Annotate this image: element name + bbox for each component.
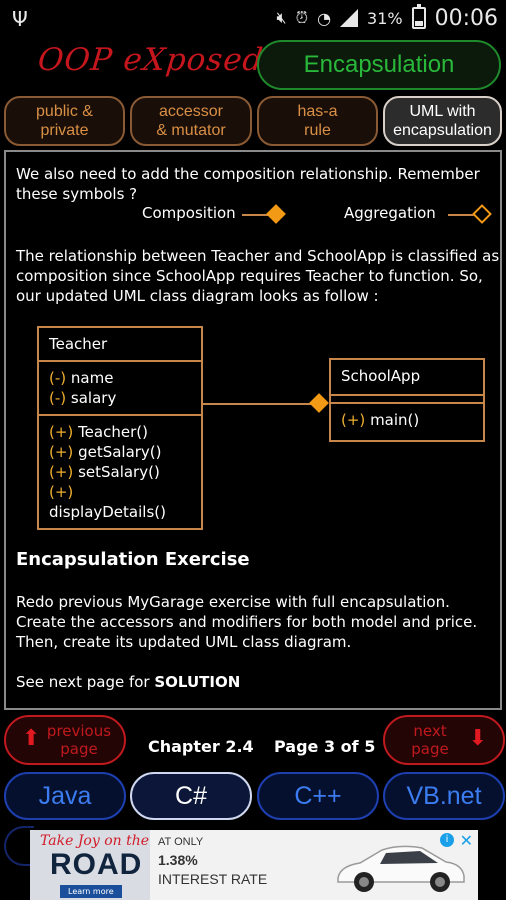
content-panel[interactable]: We also need to add the composition rela… (4, 150, 502, 710)
uml-method: (+) Teacher() (49, 422, 191, 442)
arrow-down-icon: ⬇︎ (468, 726, 487, 751)
ad-left-panel: Take Joy on the ROAD Learn more (30, 830, 150, 900)
ad-line2: 1.38% (158, 852, 198, 868)
battery-percent: 31% (367, 8, 403, 28)
uml-class-name: SchoolApp (331, 360, 483, 396)
car-image-icon (337, 845, 465, 892)
arrow-up-icon: ⬆︎ (22, 726, 41, 751)
intro-text: We also need to add the composition rela… (16, 165, 480, 203)
aggregation-line (448, 214, 478, 216)
tab-public-private[interactable]: public & private (4, 96, 125, 146)
attribute-name: name (70, 369, 114, 387)
uml-class-name: Teacher (39, 328, 201, 362)
uml-attributes-empty (331, 396, 483, 404)
mute-icon: 🔇︎ (276, 8, 287, 27)
relationship-text: The relationship between Teacher and Sch… (16, 247, 500, 305)
hidden-lang-button[interactable] (4, 826, 34, 866)
uml-method: (+) main() (341, 410, 473, 430)
ad-line3: INTEREST RATE (158, 871, 268, 887)
status-bar: Ψ 🔇︎ ⏰︎ ◔ 31% 00:06 (0, 0, 506, 36)
exercise-text: Redo previous MyGarage exercise with ful… (16, 593, 478, 651)
lang-vbnet-button[interactable]: VB.net (383, 772, 505, 820)
battery-icon (411, 4, 426, 29)
app-logo: OOP eXposed (36, 42, 266, 78)
tab-accessor-mutator[interactable]: accessor & mutator (130, 96, 252, 146)
method-name: setSalary() (78, 463, 160, 481)
next-label-line1: next (413, 722, 447, 740)
uml-method: (+) setSalary() (49, 462, 191, 482)
tab-label-line1: accessor (158, 103, 223, 120)
next-label-line2: page (411, 740, 449, 758)
ad-info-icon[interactable]: i (440, 833, 454, 847)
ad-headline: ROAD (50, 848, 143, 881)
method-name: getSalary() (78, 443, 162, 461)
connector-diamond-icon (309, 393, 329, 413)
aggregation-diamond-icon (472, 204, 492, 224)
aggregation-label: Aggregation (344, 204, 436, 222)
method-name: displayDetails() (49, 503, 166, 521)
solution-label: SOLUTION (154, 673, 241, 691)
composition-diamond-icon (266, 204, 286, 224)
uml-class-schoolapp: SchoolApp (+) main() (329, 358, 485, 442)
uml-attributes: (-) name (-) salary (39, 362, 201, 416)
chapter-label: Chapter 2.4 (148, 737, 254, 756)
visibility-public: (+) (341, 411, 366, 429)
previous-label-line2: page (60, 740, 98, 758)
uml-methods: (+) Teacher() (+) getSalary() (+) setSal… (39, 416, 201, 528)
visibility-private: (-) (49, 389, 67, 407)
uml-attribute: (-) name (49, 368, 191, 388)
visibility-private: (-) (49, 369, 67, 387)
tab-uml-with-encapsulation[interactable]: UML with encapsulation (383, 96, 502, 146)
visibility-public: (+) (49, 423, 74, 441)
visibility-public: (+) (49, 443, 74, 461)
ad-line1: AT ONLY (158, 836, 204, 848)
tab-has-a-rule[interactable]: has-a rule (257, 96, 378, 146)
lang-csharp-button[interactable]: C# (130, 772, 252, 820)
composition-connector (203, 403, 313, 405)
clock: 00:06 (434, 5, 498, 31)
uml-method: (+) displayDetails() (49, 482, 191, 522)
schoolapp-class-name: SchoolApp (341, 367, 421, 385)
usb-icon: Ψ (12, 7, 28, 31)
tab-label-line1: public & (36, 103, 93, 120)
status-icons: 🔇︎ ⏰︎ ◔ 31% 00:06 (276, 4, 498, 32)
ad-banner[interactable]: Take Joy on the ROAD Learn more AT ONLY … (30, 830, 478, 900)
attribute-name: salary (70, 389, 117, 407)
exercise-heading: Encapsulation Exercise (16, 549, 250, 570)
tab-label-line1: has-a (297, 103, 338, 120)
uml-methods: (+) main() (331, 404, 483, 440)
uml-class-teacher: Teacher (-) name (-) salary (+) Teacher(… (37, 326, 203, 530)
lang-java-button[interactable]: Java (4, 772, 126, 820)
uml-method: (+) getSalary() (49, 442, 191, 462)
ad-learn-more-button[interactable]: Learn more (60, 885, 122, 898)
page-indicator: Page 3 of 5 (274, 737, 376, 756)
see-next-prefix: See next page for (16, 673, 155, 691)
teacher-class-name: Teacher (49, 335, 108, 353)
visibility-public: (+) (49, 483, 74, 501)
method-name: Teacher() (78, 423, 148, 441)
visibility-public: (+) (49, 463, 74, 481)
composition-label: Composition (142, 204, 236, 222)
uml-attribute: (-) salary (49, 388, 191, 408)
signal-icon (340, 9, 359, 27)
tab-label-line2: private (40, 122, 89, 139)
method-name: main() (370, 411, 420, 429)
topic-button[interactable]: Encapsulation (257, 40, 501, 90)
tab-label-line2: & mutator (156, 122, 226, 139)
tab-label-line2: rule (304, 122, 331, 139)
previous-label-line1: previous (46, 722, 112, 740)
lang-cpp-button[interactable]: C++ (257, 772, 379, 820)
tab-label-line1: UML with (409, 103, 476, 120)
ad-close-icon[interactable]: ✕ (459, 831, 473, 850)
ad-script-text: Take Joy on the (40, 833, 150, 849)
see-next-text: See next page for SOLUTION (16, 672, 486, 692)
alarm-icon: ⏰︎ (295, 8, 309, 27)
tab-label-line2: encapsulation (393, 122, 492, 139)
wifi-icon: ◔ (317, 8, 332, 28)
composition-line (242, 214, 272, 216)
